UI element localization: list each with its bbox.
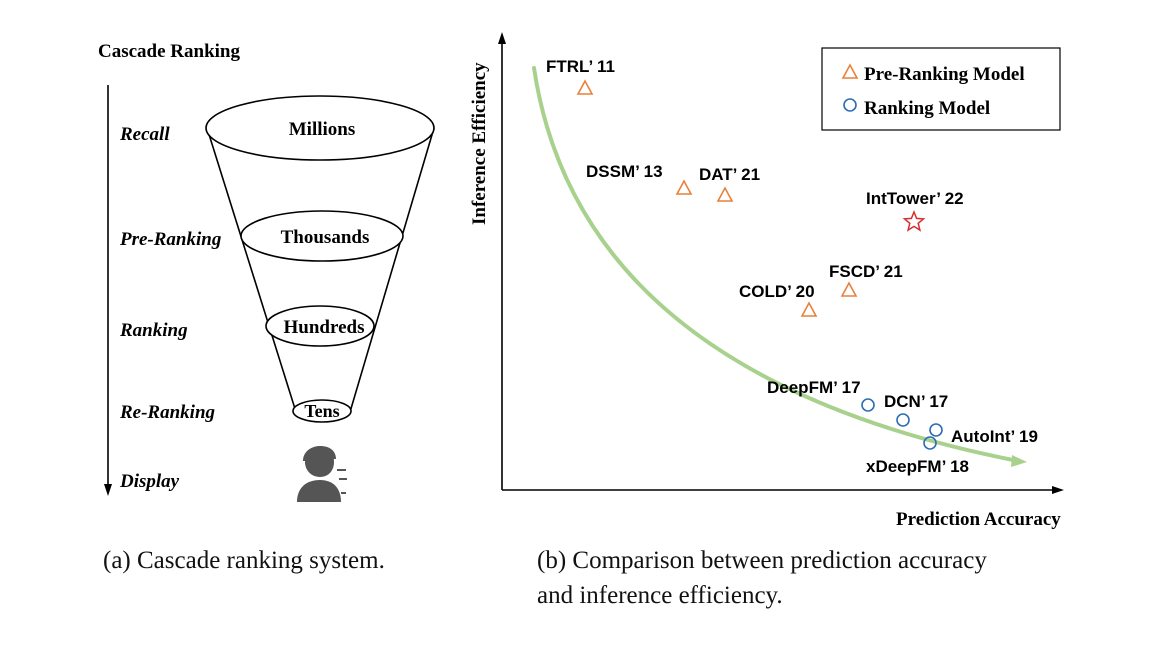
panel-b: Inference Efficiency Prediction Accuracy… xyxy=(469,32,1064,609)
user-icon xyxy=(297,446,347,502)
funnel-level-thousands xyxy=(240,210,404,262)
x-axis-arrowhead xyxy=(1052,486,1064,494)
marker-ftrl xyxy=(576,79,594,95)
label-fscd: FSCD’ 21 xyxy=(829,262,903,281)
panel-b-caption-line1: (b) Comparison between prediction accura… xyxy=(537,547,987,574)
panel-a-title: Cascade Ranking xyxy=(98,41,240,62)
x-axis-label: Prediction Accuracy xyxy=(896,509,1061,530)
level-label-tens: Tens xyxy=(304,401,339,421)
legend-box xyxy=(821,47,1061,131)
label-deepfm: DeepFM’ 17 xyxy=(767,378,861,397)
level-label-hundreds: Hundreds xyxy=(284,317,365,338)
legend-circle-icon xyxy=(843,98,857,112)
flow-arrow-head xyxy=(104,484,112,496)
panel-a: Cascade Ranking Recall Pre-Ranking Ranki… xyxy=(98,41,435,574)
legend: Pre-Ranking Model Ranking Model xyxy=(821,47,1061,131)
panel-b-caption-line2: and inference efficiency. xyxy=(537,582,783,609)
marker-fscd xyxy=(840,281,858,297)
stage-display: Display xyxy=(119,471,180,492)
funnel-level-millions xyxy=(205,95,435,161)
tradeoff-curve-arrowhead xyxy=(1011,455,1027,467)
panel-a-caption: (a) Cascade ranking system. xyxy=(103,547,385,574)
legend-pre-ranking: Pre-Ranking Model xyxy=(864,64,1025,85)
stage-recall: Recall xyxy=(119,124,170,145)
label-autoint: AutoInt’ 19 xyxy=(951,427,1038,446)
legend-triangle-icon xyxy=(841,63,859,79)
stage-re-ranking: Re-Ranking xyxy=(119,402,215,423)
marker-dat xyxy=(716,186,734,202)
marker-cold xyxy=(800,301,818,317)
label-intower: IntTower’ 22 xyxy=(866,189,964,208)
marker-xdeepfm xyxy=(923,436,937,450)
funnel xyxy=(205,95,435,423)
label-dcn: DCN’ 17 xyxy=(884,392,948,411)
funnel-level-hundreds xyxy=(265,305,375,347)
marker-dcn xyxy=(896,413,910,427)
funnel-level-tens xyxy=(292,399,352,423)
label-dat: DAT’ 21 xyxy=(699,165,760,184)
level-label-millions: Millions xyxy=(289,119,356,140)
marker-deepfm xyxy=(861,398,875,412)
funnel-left-edge xyxy=(206,127,297,413)
legend-ranking: Ranking Model xyxy=(864,98,990,119)
y-axis-label: Inference Efficiency xyxy=(469,62,490,225)
level-label-thousands: Thousands xyxy=(281,227,370,248)
marker-dssm xyxy=(675,179,693,195)
stage-pre-ranking: Pre-Ranking xyxy=(119,229,221,250)
y-axis-arrowhead xyxy=(498,32,506,44)
marker-intower xyxy=(902,210,926,232)
stage-ranking: Ranking xyxy=(119,320,188,341)
label-dssm: DSSM’ 13 xyxy=(586,162,663,181)
label-cold: COLD’ 20 xyxy=(739,282,815,301)
funnel-right-edge xyxy=(349,127,435,413)
label-ftrl: FTRL’ 11 xyxy=(546,57,615,76)
tradeoff-curve xyxy=(532,66,1020,463)
marker-autoint xyxy=(929,423,943,437)
label-xdeepfm: xDeepFM’ 18 xyxy=(866,457,969,476)
